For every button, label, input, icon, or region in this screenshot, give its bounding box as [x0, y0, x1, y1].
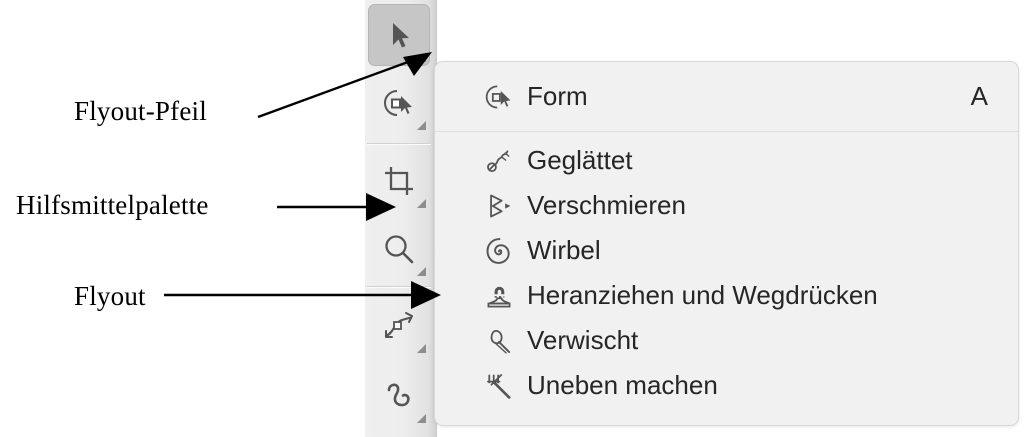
flyout-header-shortcut: A [970, 81, 988, 111]
flyout-item-label: Verwischt [527, 325, 639, 355]
smear-icon [479, 186, 519, 226]
tool-palette [365, 0, 437, 437]
flyout-panel: Form A Geglättet [434, 61, 1019, 426]
toolbar-separator [367, 286, 431, 288]
flyout-item-label: Geglättet [527, 145, 633, 175]
shape-node-edit-icon [479, 77, 519, 117]
flyout-arrow-indicator[interactable] [417, 121, 426, 130]
flyout-arrow-indicator[interactable] [417, 267, 426, 276]
flyout-item-label: Wirbel [527, 235, 601, 265]
flyout-arrow-indicator[interactable] [417, 414, 426, 423]
swirl-icon [479, 231, 519, 271]
annotation-label-flyout: Flyout [74, 281, 146, 311]
tool-button-zoom[interactable] [368, 218, 430, 280]
annotation-label-flyout-arrow: Flyout-Pfeil [74, 96, 207, 126]
flyout-arrow-indicator[interactable] [417, 344, 426, 353]
flyout-item-swirl[interactable]: Wirbel [435, 228, 1018, 273]
roughen-icon [479, 366, 519, 406]
flyout-item-roughen[interactable]: Uneben machen [435, 363, 1018, 408]
tool-button-shape-node-edit[interactable] [368, 72, 430, 134]
flyout-item-label: Verschmieren [527, 190, 686, 220]
flyout-header-item-form[interactable]: Form A [435, 62, 1018, 132]
toolbar-separator [367, 143, 431, 145]
shape-node-edit-icon [368, 72, 430, 134]
flyout-header-label: Form [527, 81, 588, 111]
transform-curve-icon [368, 295, 430, 357]
flyout-item-label: Heranziehen und Wegdrücken [527, 280, 878, 310]
flyout-item-smear[interactable]: Verschmieren [435, 183, 1018, 228]
flyout-item-smooth[interactable]: Geglättet [435, 138, 1018, 183]
flyout-item-label: Uneben machen [527, 370, 718, 400]
tool-button-transform-curve[interactable] [368, 295, 430, 357]
tool-button-crop[interactable] [368, 150, 430, 212]
flyout-arrow-indicator[interactable] [417, 199, 426, 208]
annotation-label-tool-palette: Hilfsmittelpalette [16, 190, 209, 220]
attract-repel-icon [479, 276, 519, 316]
flyout-item-smudge[interactable]: Verwischt [435, 318, 1018, 363]
magnifier-zoom-icon [368, 218, 430, 280]
freehand-curve-icon [368, 365, 430, 427]
smudge-icon [479, 321, 519, 361]
tool-button-freehand-curve[interactable] [368, 365, 430, 427]
flyout-item-attract-repel[interactable]: Heranziehen und Wegdrücken [435, 273, 1018, 318]
smooth-icon [479, 141, 519, 181]
flyout-item-list: Geglättet Verschmieren Wirbel [435, 132, 1018, 408]
pointer-select-icon [368, 4, 430, 66]
crop-icon [368, 150, 430, 212]
